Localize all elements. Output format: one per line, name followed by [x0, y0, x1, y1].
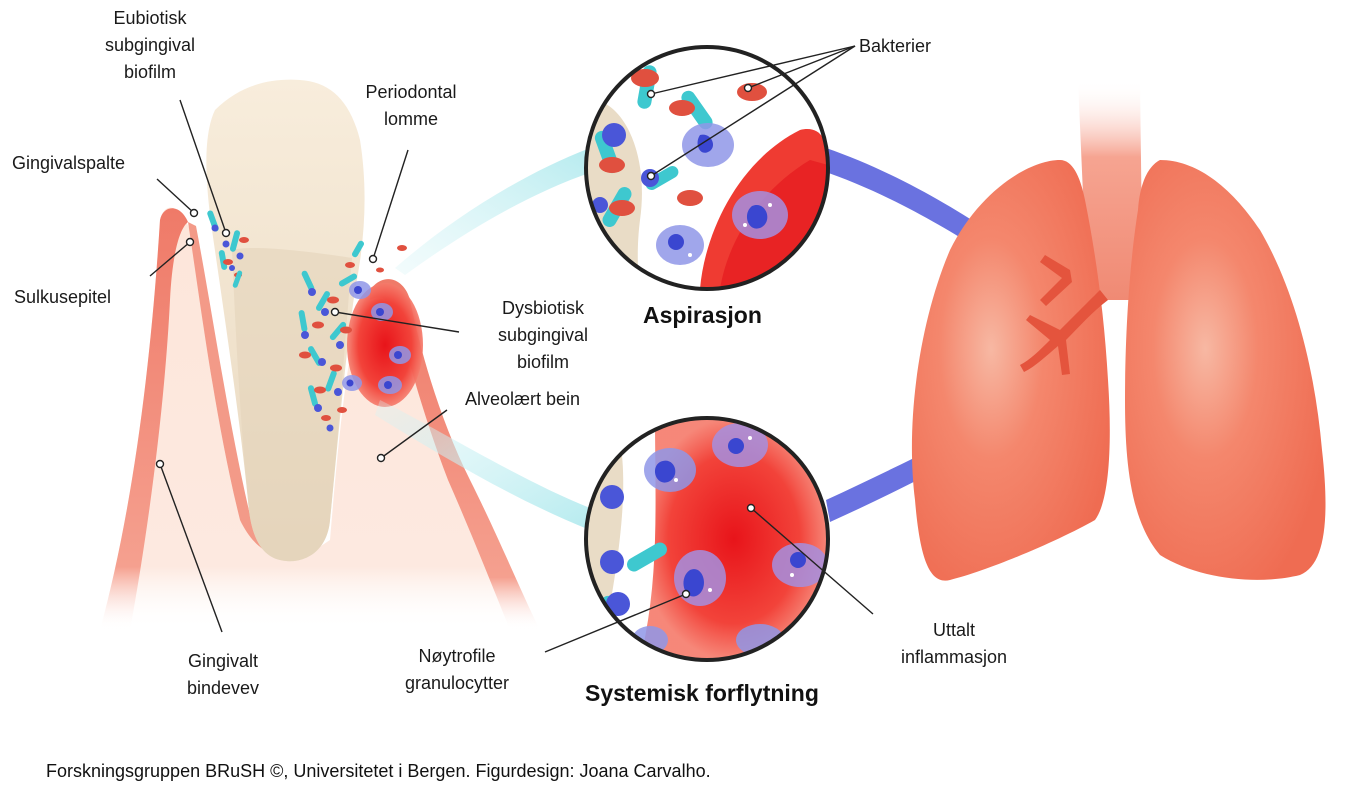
- gingival-tissue: [100, 207, 540, 630]
- label-alveolar-bone: Alveolært bein: [465, 389, 581, 409]
- aspiration-flow: [395, 148, 592, 275]
- label-dysbiotic-line3: biofilm: [516, 352, 569, 372]
- label-neutrophils: Nøytrofile granulocytter: [392, 643, 522, 697]
- label-gingival-connective: Gingivalt bindevev: [168, 648, 278, 702]
- label-dysbiotic-biofilm: Dysbiotisk subgingival biofilm: [484, 295, 602, 376]
- label-bacteria: Bakterier: [859, 36, 932, 56]
- trachea: [1078, 80, 1147, 300]
- label-periodontal-pocket: Periodontal lomme: [352, 79, 470, 133]
- systemic-flow: [375, 400, 590, 530]
- aspiration-magnifier: [586, 47, 828, 289]
- label-inflammation-line2: inflammasjon: [900, 647, 1008, 667]
- right-lung: [1125, 160, 1326, 580]
- eubiotic-biofilm: [207, 210, 249, 288]
- label-gingival-crevice: Gingivalspalte: [12, 153, 126, 173]
- label-neutrophils-line1: Nøytrofile: [418, 646, 496, 666]
- leader-dots: [155, 83, 756, 599]
- title-systemic-translocation: Systemisk forflytning: [585, 680, 819, 706]
- label-pocket-line1: Periodontal: [365, 82, 457, 102]
- credit-line: Forskningsgruppen BRuSH ©, Universitetet…: [46, 761, 711, 781]
- bronchi: [1020, 290, 1108, 375]
- dysbiotic-biofilm: [298, 240, 411, 432]
- tooth-gum-illustration: [100, 79, 540, 630]
- label-sulcular-epithelium: Sulkusepitel: [14, 287, 112, 307]
- label-neutrophils-line2: granulocytter: [404, 673, 510, 693]
- label-pocket-line2: lomme: [383, 109, 438, 129]
- label-inflammation: Uttalt inflammasjon: [886, 617, 1022, 671]
- label-dysbiotic-line2: subgingival: [497, 325, 589, 345]
- label-eubiotic-line1: Eubiotisk: [113, 8, 187, 28]
- label-dysbiotic-line1: Dysbiotisk: [501, 298, 585, 318]
- lungs-illustration: [911, 80, 1326, 581]
- label-eubiotic-line2: subgingival: [104, 35, 196, 55]
- label-eubiotic-line3: biofilm: [123, 62, 176, 82]
- label-eubiotic-biofilm: Eubiotisk subgingival biofilm: [92, 5, 208, 86]
- label-inflammation-line1: Uttalt: [932, 620, 975, 640]
- title-aspiration: Aspirasjon: [643, 302, 762, 328]
- sulcular-epithelium: [100, 208, 188, 630]
- label-connective-line1: Gingivalt: [187, 651, 259, 671]
- label-connective-line2: bindevev: [186, 678, 260, 698]
- leader-lines: [149, 45, 874, 653]
- inflamed-gum: [347, 283, 423, 407]
